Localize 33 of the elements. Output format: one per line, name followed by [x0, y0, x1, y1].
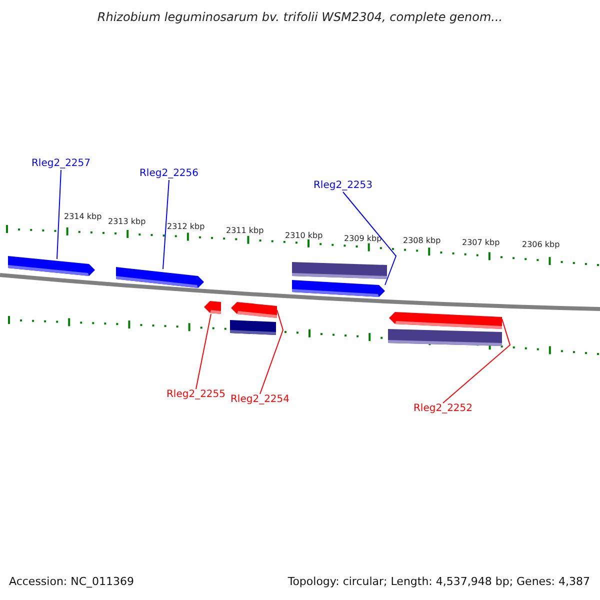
accession-text: Accession: NC_011369 [9, 575, 134, 588]
feature-block [388, 329, 502, 346]
gene-label: Rleg2_2254 [230, 394, 290, 406]
leader-line [56, 170, 62, 260]
scale-label: 2309 kbp [344, 234, 382, 244]
scale-label: 2314 kbp [64, 212, 102, 222]
gene-feature [231, 302, 277, 318]
scale-label: 2308 kbp [403, 236, 441, 246]
gene-feature [292, 280, 385, 297]
scale-label: 2306 kbp [522, 240, 560, 250]
gene-label: Rleg2_2255 [166, 389, 226, 401]
chart-title: Rhizobium leguminosarum bv. trifolii WSM2304, complete genom... [96, 10, 504, 24]
scale-label: 2313 kbp [108, 217, 146, 227]
feature-block [230, 320, 276, 335]
gene-feature [116, 267, 204, 288]
leader-line [162, 180, 170, 270]
gene-label: Rleg2_2252 [413, 403, 473, 415]
leader-line [260, 310, 284, 394]
gene-feature [8, 256, 95, 276]
gene-label: Rleg2_2256 [139, 168, 199, 180]
gene-label: Rleg2_2253 [313, 180, 373, 192]
scale-label: 2311 kbp [226, 226, 264, 236]
scale-label: 2312 kbp [167, 222, 205, 232]
gene-feature [204, 301, 221, 314]
leader-line [342, 192, 397, 286]
gene-label: Rleg2_2257 [31, 158, 91, 170]
genome-info-text: Topology: circular; Length: 4,537,948 bp; Genes: 4,387 [288, 575, 590, 588]
feature-block [292, 262, 387, 279]
scale-label: 2307 kbp [462, 238, 500, 248]
gene-feature [389, 312, 502, 329]
leader-line [442, 318, 511, 404]
leader-line [196, 314, 212, 390]
scale-label: 2310 kbp [285, 231, 323, 241]
